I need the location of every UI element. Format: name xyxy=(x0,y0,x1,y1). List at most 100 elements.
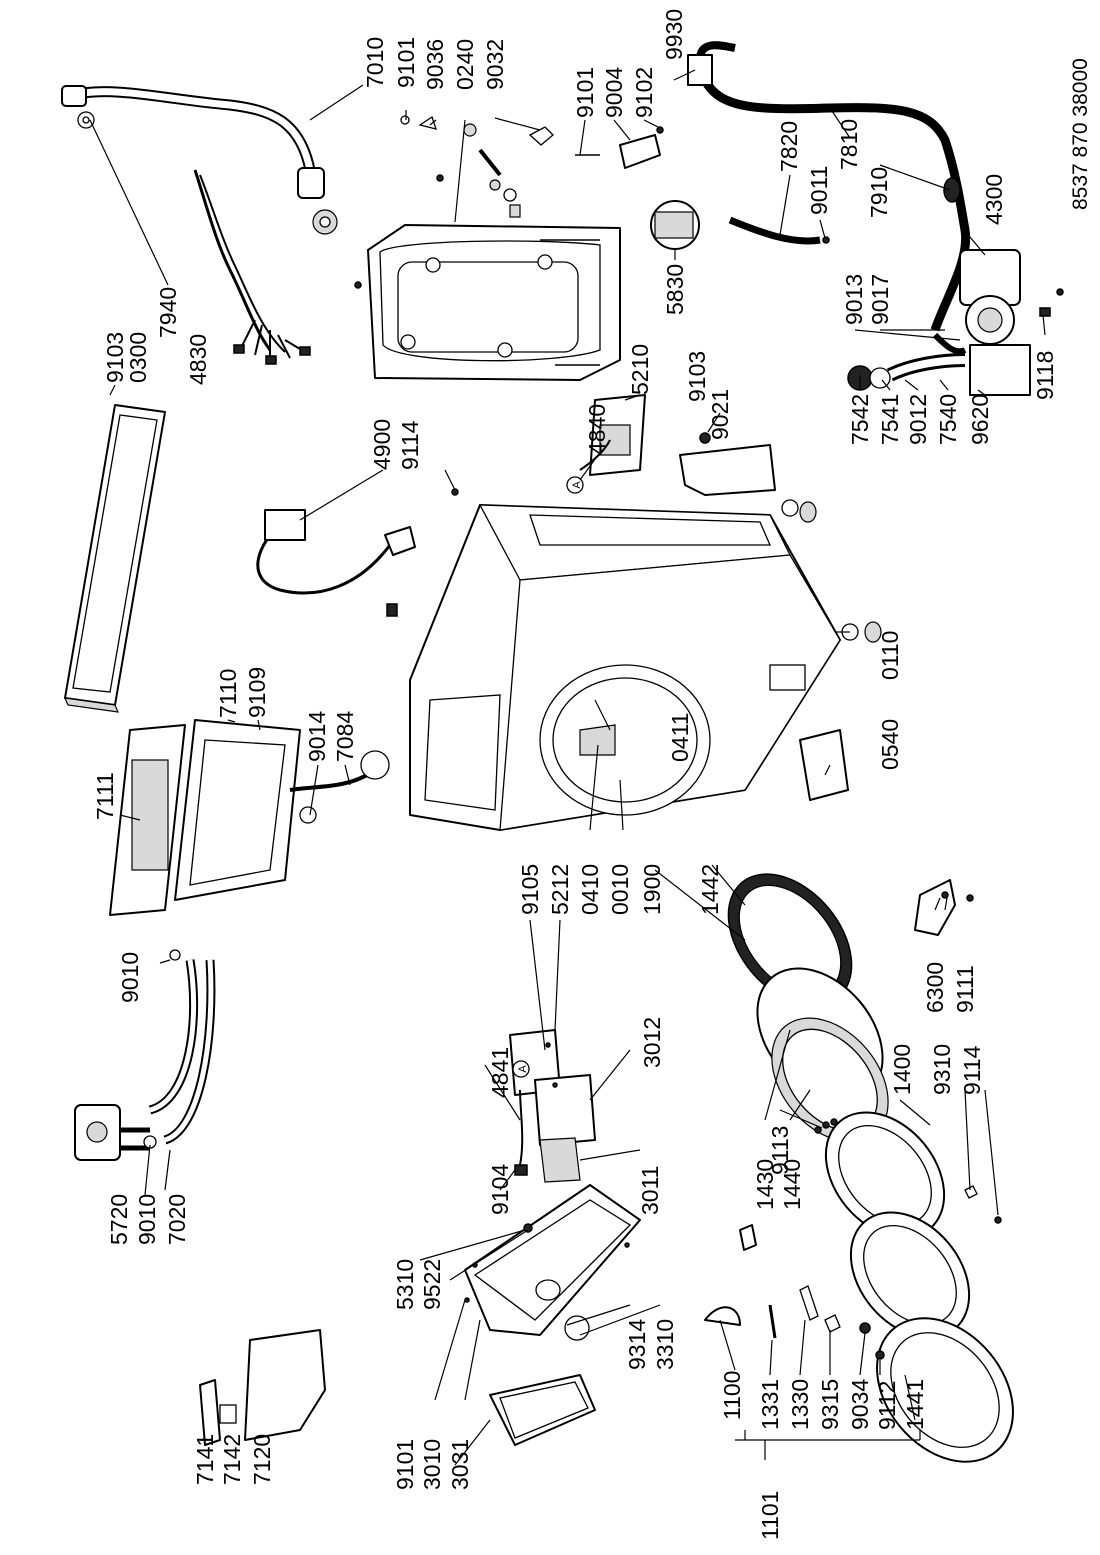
part-label-9012: 9012 xyxy=(905,394,931,445)
door-hinge-drawing xyxy=(914,879,974,936)
door-gasket-drawing xyxy=(727,873,889,1143)
part-label-9118: 9118 xyxy=(1032,351,1058,400)
rear-fasteners-drawing xyxy=(354,115,554,289)
part-label-9522: 9522 xyxy=(419,1259,445,1310)
part-label-4840: 4840 xyxy=(584,404,610,455)
part-label-7020: 7020 xyxy=(164,1194,190,1245)
inlet-valve-drawing xyxy=(74,949,216,1161)
part-label-3310: 3310 xyxy=(652,1319,678,1370)
part-label-7542: 7542 xyxy=(847,394,873,445)
part-label-9103: 9103 xyxy=(684,351,710,402)
part-label-0010: 0010 xyxy=(607,864,633,915)
part-label-9114: 9114 xyxy=(397,420,423,470)
part-label-9013: 9013 xyxy=(841,274,867,325)
part-label-0540: 0540 xyxy=(877,719,903,770)
part-label-4900: 4900 xyxy=(369,419,395,470)
part-label-5210: 5210 xyxy=(627,344,653,395)
part-label-9105: 9105 xyxy=(517,864,543,915)
part-label-7940: 7940 xyxy=(155,287,181,338)
part-label-5720: 5720 xyxy=(106,1194,132,1245)
part-label-3011: 3011 xyxy=(637,1166,663,1215)
mains-cable-drawing xyxy=(256,488,459,617)
drawer-insert-drawing xyxy=(199,1329,326,1446)
part-label-9104: 9104 xyxy=(487,1164,513,1215)
part-label-9017: 9017 xyxy=(867,274,893,325)
drain-pump-drawing xyxy=(847,249,1064,396)
part-label-9620: 9620 xyxy=(967,394,993,445)
part-label-7110: 7110 xyxy=(215,669,241,718)
part-label-9010: 9010 xyxy=(117,952,143,1003)
part-label-0110: 0110 xyxy=(877,631,903,680)
dispenser-housing-drawing xyxy=(109,719,390,916)
cabinet-drawing xyxy=(409,504,841,831)
inlet-hose-drawing xyxy=(61,85,338,235)
part-label-9310: 9310 xyxy=(929,1044,955,1095)
callout-a-bottom: A xyxy=(517,1065,529,1073)
part-label-0410: 0410 xyxy=(577,864,603,915)
part-label-9103: 9103 xyxy=(102,332,128,383)
part-label-7820: 7820 xyxy=(776,121,802,172)
control-board-drawing xyxy=(579,394,776,496)
pressure-switch-drawing xyxy=(650,200,830,250)
document-number: 8537 870 38000 xyxy=(1069,58,1092,210)
part-label-9014: 9014 xyxy=(304,711,330,762)
part-label-9021: 9021 xyxy=(707,389,733,440)
part-label-9036: 9036 xyxy=(422,39,448,90)
door-drawing xyxy=(824,1111,1014,1463)
part-label-7541: 7541 xyxy=(877,394,903,445)
part-label-7120: 7120 xyxy=(249,1434,275,1485)
part-label-3010: 3010 xyxy=(419,1439,445,1490)
part-label-3031: 3031 xyxy=(447,1439,473,1490)
part-label-9010: 9010 xyxy=(134,1194,160,1245)
callout-a-markers: A A xyxy=(512,476,584,1078)
part-label-9034: 9034 xyxy=(847,1379,873,1430)
part-label-1330: 1330 xyxy=(787,1379,813,1430)
part-number-labels: 8537 870 38000 7010 9101 9036 0240 9032 … xyxy=(92,9,1092,1540)
part-label-1331: 1331 xyxy=(757,1379,783,1430)
callout-a-top: A xyxy=(571,481,583,489)
part-label-9112: 9112 xyxy=(874,1381,900,1430)
part-label-4841: 4841 xyxy=(487,1047,513,1098)
part-label-9114: 9114 xyxy=(959,1045,985,1095)
part-label-9314: 9314 xyxy=(624,1319,650,1370)
part-label-9101: 9101 xyxy=(572,67,598,118)
part-label-9032: 9032 xyxy=(482,39,508,90)
part-label-0411: 0411 xyxy=(667,713,693,762)
part-label-1100: 1100 xyxy=(719,1371,745,1420)
part-label-7084: 7084 xyxy=(332,711,358,762)
part-label-7010: 7010 xyxy=(362,37,388,88)
part-label-3012: 3012 xyxy=(639,1017,665,1068)
part-label-5212: 5212 xyxy=(547,864,573,915)
leader-lines xyxy=(89,69,1046,1466)
part-label-4300: 4300 xyxy=(981,174,1007,225)
detergent-drawer-drawing xyxy=(489,1374,596,1446)
part-label-9930: 9930 xyxy=(661,9,687,60)
part-label-6300: 6300 xyxy=(922,962,948,1013)
part-label-9109: 9109 xyxy=(244,667,270,718)
part-label-1440: 1440 xyxy=(779,1159,805,1210)
part-label-7910: 7910 xyxy=(866,167,892,218)
part-label-5310: 5310 xyxy=(392,1259,418,1310)
part-label-1442: 1442 xyxy=(697,864,723,915)
part-label-0300: 0300 xyxy=(125,332,151,383)
rear-panel-drawing xyxy=(367,224,621,381)
filter-door-drawing xyxy=(799,729,849,801)
control-panel-drawing xyxy=(464,1029,641,1341)
part-label-9113: 9113 xyxy=(767,1126,793,1175)
part-label-1101: 1101 xyxy=(757,1491,783,1540)
part-label-7141: 7141 xyxy=(192,1434,218,1485)
part-label-9004: 9004 xyxy=(601,67,627,118)
part-label-7142: 7142 xyxy=(219,1434,245,1485)
part-label-9011: 9011 xyxy=(806,166,832,215)
part-drawings xyxy=(61,41,1064,1463)
part-label-1900: 1900 xyxy=(639,864,665,915)
part-label-7810: 7810 xyxy=(836,119,862,170)
top-plate-drawing xyxy=(64,404,166,713)
part-label-9102: 9102 xyxy=(631,67,657,118)
part-label-1441: 1441 xyxy=(902,1379,928,1430)
part-label-7540: 7540 xyxy=(935,394,961,445)
part-label-4830: 4830 xyxy=(185,334,211,385)
feet-drawing xyxy=(781,499,882,643)
part-label-9111: 9111 xyxy=(952,965,978,1013)
